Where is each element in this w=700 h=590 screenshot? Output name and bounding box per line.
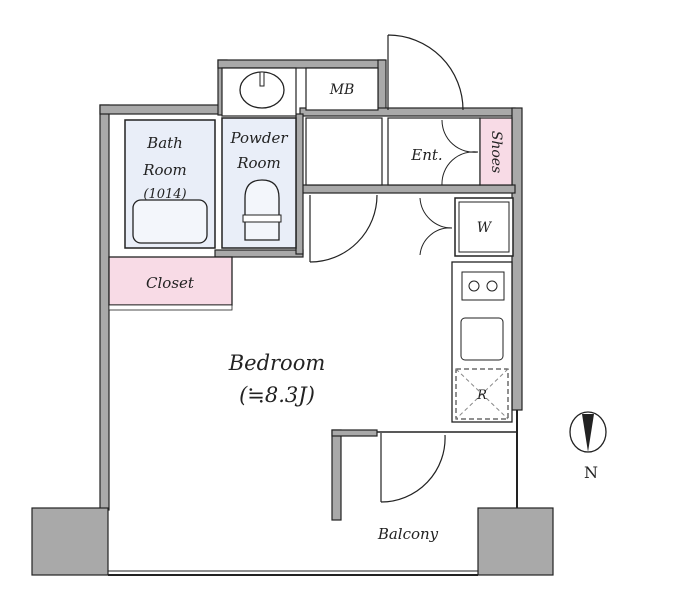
bedroom-size: (≒8.3J) [239, 383, 315, 407]
kitchen-sink-icon [460, 317, 504, 361]
bathtub-icon [132, 199, 208, 244]
washer-label: W [477, 220, 493, 236]
powder-label: Powder [229, 129, 288, 147]
bedroom-label: Bedroom [228, 351, 326, 375]
meter-box [305, 67, 379, 111]
toilet-icon [244, 179, 280, 241]
shoes-label: Shoes [488, 131, 504, 174]
entrance-door-icon [387, 34, 464, 111]
washer-space [454, 197, 514, 257]
balcony-label: Balcony [377, 525, 439, 543]
refrigerator-label: R [476, 388, 487, 403]
powder-label-2: Room [236, 154, 281, 172]
balcony-door-icon [380, 433, 446, 503]
closet-label: Closet [146, 274, 195, 292]
bath-label-2: Room [142, 161, 187, 179]
mb-label: MB [329, 82, 355, 98]
stove-icon [461, 271, 505, 301]
outer-walls [31, 59, 554, 576]
north-compass-icon [569, 411, 607, 453]
shoes-cabinet [479, 117, 513, 186]
door-icon [309, 194, 378, 263]
bath-label: Bath [146, 134, 183, 152]
bath-size: (1014) [143, 187, 186, 202]
entrance-label: Ent. [410, 146, 442, 164]
compass-label: N [584, 463, 598, 482]
